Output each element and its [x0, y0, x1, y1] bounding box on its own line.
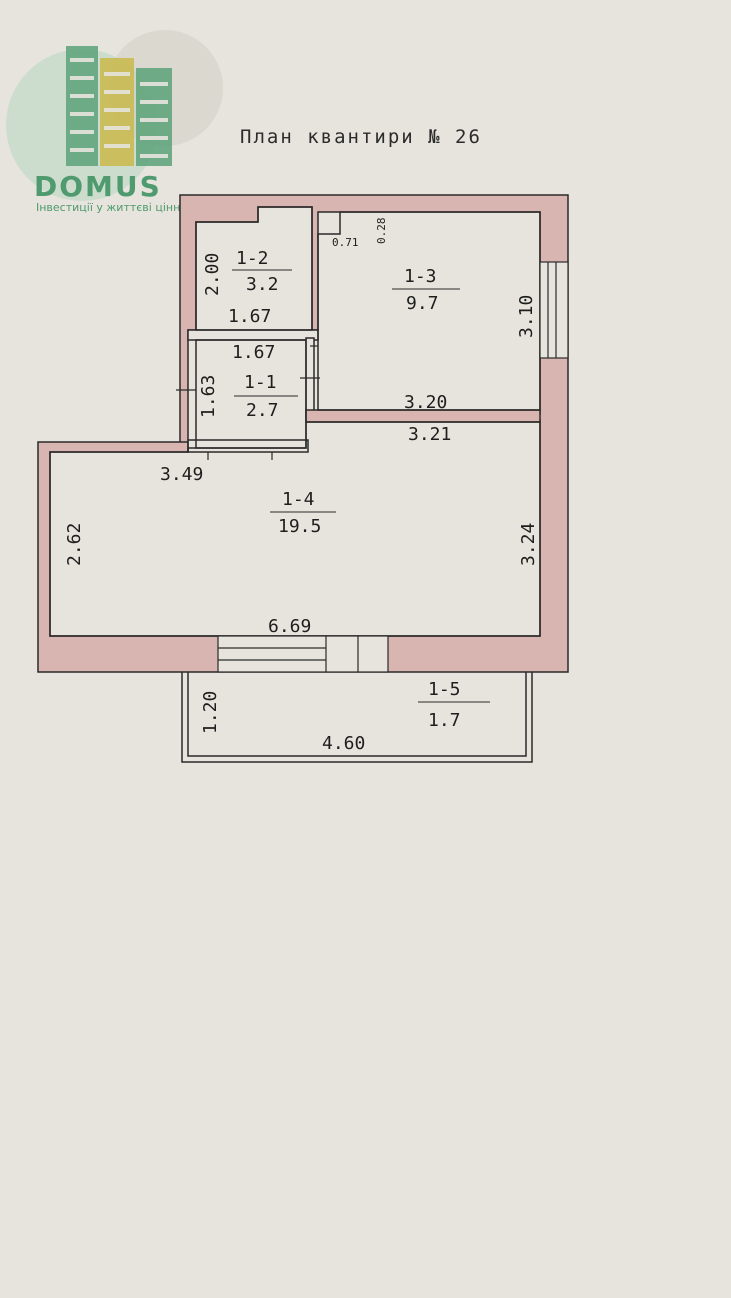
dim-r14-left: 2.62 [64, 523, 85, 566]
window-r13 [539, 261, 569, 359]
room-1-2-area: 3.2 [246, 274, 279, 295]
room-1-1-area: 2.7 [246, 400, 279, 421]
domus-logo: DOMUS Інвестиції у життєві цінності [6, 30, 223, 214]
room-1-3-outline [317, 211, 541, 411]
partition-r12-r11 [187, 329, 319, 341]
dim-r15-height: 1.20 [200, 691, 221, 734]
dim-r14-bottom: 6.69 [268, 616, 311, 637]
dim-r12-width: 1.67 [228, 306, 271, 327]
exterior-walls [37, 194, 569, 673]
room-1-5-area: 1.7 [428, 710, 461, 731]
dim-r11-height: 1.63 [198, 375, 219, 418]
balcony-outline [181, 672, 533, 763]
partition-r11-r14 [187, 439, 309, 453]
room-labels: 1-2 3.2 1-3 9.7 1-1 2.7 1-4 19.5 1-5 1.7 [232, 248, 490, 731]
building-icon [66, 46, 172, 166]
dim-r14-right: 3.24 [518, 523, 539, 566]
partitions [187, 329, 541, 453]
dim-r14-top-left: 3.49 [160, 464, 203, 485]
dim-r14-top-right: 3.21 [408, 424, 451, 445]
room-1-1-id: 1-1 [244, 372, 277, 393]
room-1-2-id: 1-2 [236, 248, 269, 269]
logo-brand: DOMUS [34, 170, 162, 203]
room-1-2-outline [195, 206, 313, 331]
room-1-4-area: 19.5 [278, 516, 321, 537]
room-1-4-outline [49, 421, 541, 637]
dim-r11-width: 1.67 [232, 342, 275, 363]
room-1-5-id: 1-5 [428, 679, 461, 700]
logo-tagline: Інвестиції у життєві цінності [36, 201, 203, 214]
dim-r12-height: 2.00 [202, 253, 223, 296]
dim-r15-width: 4.60 [322, 733, 365, 754]
room-1-4-id: 1-4 [282, 489, 315, 510]
balcony-door [217, 635, 389, 673]
dim-r13-offset-a: 0.71 [332, 236, 359, 249]
room-1-3-area: 9.7 [406, 293, 439, 314]
room-outlines [49, 206, 541, 637]
dimension-labels: 2.00 1.67 1.67 1.63 0.71 0.28 3.10 3.20 … [64, 218, 539, 755]
dim-r13-height: 3.10 [516, 295, 537, 338]
room-1-3-id: 1-3 [404, 266, 437, 287]
partition-r11-r13 [305, 337, 315, 421]
door-marks [176, 345, 320, 460]
plan-title: План квантири № 26 [240, 126, 482, 148]
dim-r13-offset-b: 0.28 [375, 218, 388, 245]
windows [217, 261, 569, 673]
dim-r13-width: 3.20 [404, 392, 447, 413]
